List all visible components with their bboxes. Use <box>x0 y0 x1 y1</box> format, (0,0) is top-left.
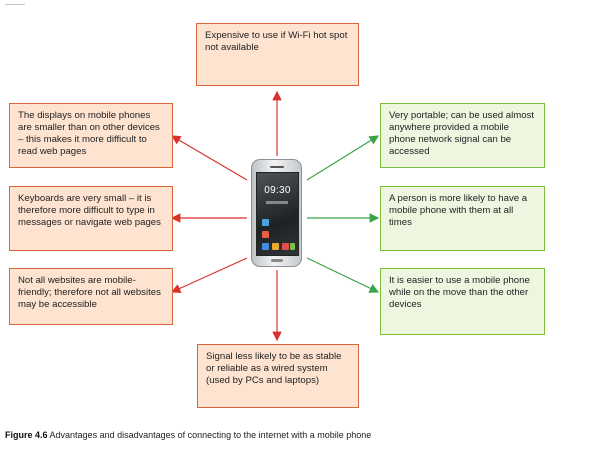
box-left-disadvantage-2: Keyboards are very small – it is therefo… <box>9 186 173 251</box>
smartphone-image: 09:30 <box>251 159 302 267</box>
figure-caption: Figure 4.6 Advantages and disadvantages … <box>5 430 605 440</box>
box-right-advantage-2: A person is more likely to have a mobile… <box>380 186 545 251</box>
arrow-to-left-1 <box>170 135 248 181</box>
figure-caption-label: Figure 4.6 <box>5 430 48 440</box>
phone-weather-bar <box>266 201 288 204</box>
phone-app-icon <box>282 243 289 250</box>
box-right-advantage-1: Very portable; can be used almost anywhe… <box>380 103 545 168</box>
phone-app-icon <box>262 243 269 250</box>
phone-app-icon <box>262 231 269 238</box>
box-right-advantage-3: It is easier to use a mobile phone while… <box>380 268 545 335</box>
figure-caption-text: Advantages and disadvantages of connecti… <box>49 430 372 440</box>
box-bottom-disadvantage: Signal less likely to be as stable or re… <box>197 344 359 408</box>
box-left-disadvantage-1: The displays on mobile phones are smalle… <box>9 103 173 168</box>
phone-app-icon <box>272 243 279 250</box>
phone-screen: 09:30 <box>256 172 299 256</box>
arrow-to-right-1 <box>306 135 380 181</box>
arrow-to-left-3 <box>170 257 248 293</box>
box-top-disadvantage: Expensive to use if Wi-Fi hot spot not a… <box>196 23 359 86</box>
phone-app-icon <box>290 243 295 250</box>
phone-app-icon <box>262 219 269 226</box>
arrow-to-right-3 <box>306 257 380 293</box>
phone-speaker <box>270 166 284 168</box>
page-top-edge <box>5 0 25 5</box>
phone-clock: 09:30 <box>264 185 291 196</box>
box-left-disadvantage-3: Not all websites are mobile-friendly; th… <box>9 268 173 325</box>
phone-home-button <box>271 259 283 262</box>
